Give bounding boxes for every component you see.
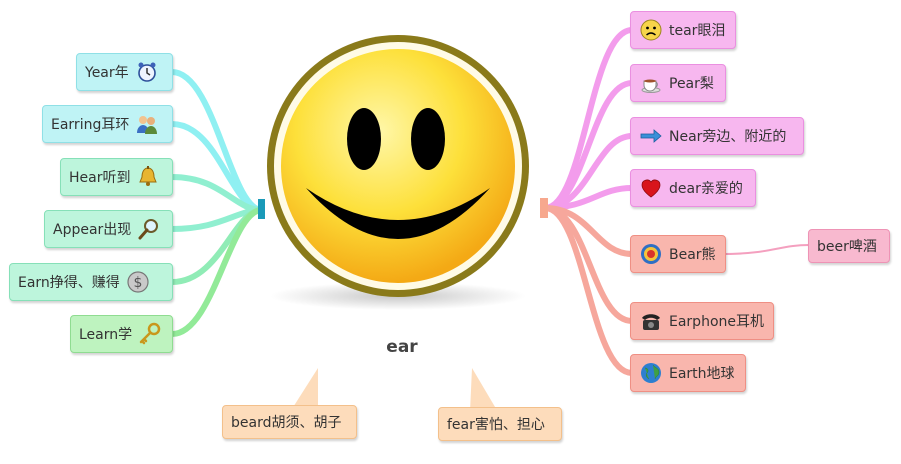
callout-label: fear害怕、担心	[447, 417, 545, 433]
node-label: Appear出现	[53, 222, 132, 238]
magnifier-icon	[137, 217, 161, 241]
node-beer[interactable]: beer啤酒	[808, 229, 890, 263]
node-label: Hear听到	[69, 170, 131, 186]
node-hear[interactable]: Hear听到	[60, 158, 173, 196]
smiley-face-icon	[267, 35, 529, 297]
node-pear[interactable]: Pear梨	[630, 64, 726, 102]
right-hub	[540, 198, 548, 218]
node-earring[interactable]: Earring耳环	[42, 105, 173, 143]
node-learn[interactable]: Learn学	[70, 315, 173, 353]
key-icon	[138, 322, 162, 346]
callout-beard[interactable]: beard胡须、胡子	[222, 405, 357, 439]
branch-learn	[169, 207, 265, 337]
teacup-icon	[639, 71, 663, 95]
central-topic-label[interactable]: ear	[386, 337, 418, 357]
callout-pointer-fear	[470, 368, 498, 412]
node-earth[interactable]: Earth地球	[630, 354, 746, 392]
branch-beer	[723, 244, 810, 255]
node-appear[interactable]: Appear出现	[44, 210, 173, 248]
node-near[interactable]: Near旁边、附近的	[630, 117, 804, 155]
node-earphone[interactable]: Earphone耳机	[630, 302, 774, 340]
node-bear[interactable]: Bear熊	[630, 235, 726, 273]
callout-fear[interactable]: fear害怕、担心	[438, 407, 562, 441]
callout-pointer-beard	[290, 368, 318, 412]
node-label: Bear熊	[669, 247, 716, 263]
target-icon	[639, 242, 663, 266]
sad-face-icon	[639, 18, 663, 42]
node-label: Earphone耳机	[669, 314, 764, 330]
svg-text:$: $	[133, 275, 142, 291]
node-year[interactable]: Year年	[76, 53, 173, 91]
node-label: Earn挣得、赚得	[18, 275, 120, 291]
arrow-right-icon	[639, 124, 663, 148]
bell-icon	[136, 165, 160, 189]
people-icon	[135, 112, 159, 136]
node-label: Near旁边、附近的	[669, 129, 787, 145]
telephone-icon	[639, 309, 663, 333]
alarm-clock-icon	[135, 60, 159, 84]
node-tear[interactable]: tear眼泪	[630, 11, 736, 49]
node-label: Learn学	[79, 327, 133, 343]
globe-icon	[639, 361, 663, 385]
node-dear[interactable]: dear亲爱的	[630, 169, 756, 207]
callout-label: beard胡须、胡子	[231, 415, 342, 431]
node-earn[interactable]: Earn挣得、赚得 $	[9, 263, 173, 301]
left-hub	[258, 199, 265, 219]
node-label: Pear梨	[669, 76, 714, 92]
branch-hear	[169, 174, 265, 213]
branch-earth	[542, 205, 635, 376]
node-label: beer啤酒	[817, 239, 877, 255]
node-label: dear亲爱的	[669, 181, 743, 197]
heart-icon	[639, 176, 663, 200]
node-label: Year年	[85, 65, 129, 81]
node-label: Earring耳环	[51, 117, 130, 133]
node-label: tear眼泪	[669, 23, 726, 39]
dollar-coin-icon: $	[126, 270, 150, 294]
node-label: Earth地球	[669, 366, 735, 382]
branch-tear	[542, 27, 635, 211]
